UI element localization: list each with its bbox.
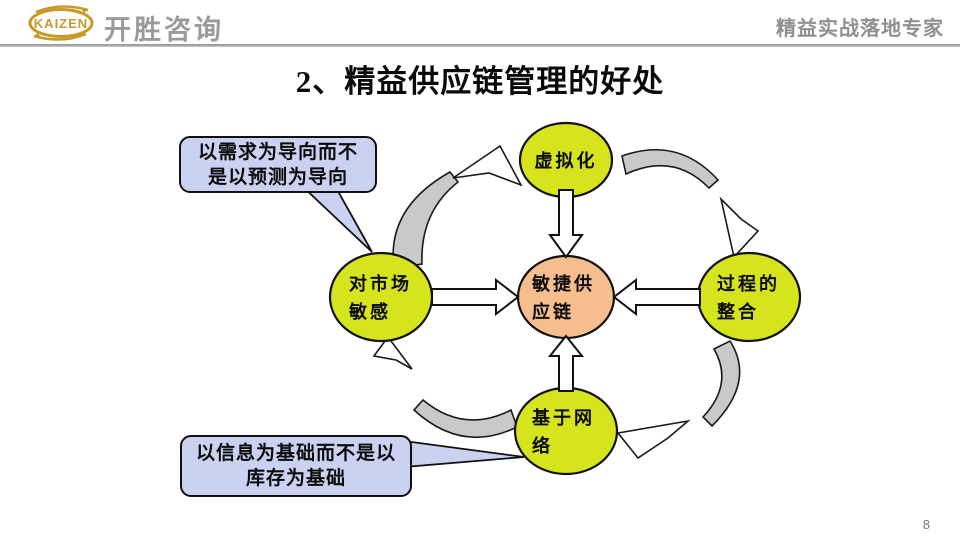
cycle-arrowhead (372, 335, 413, 370)
node-label-line: 敏感 (349, 302, 391, 322)
cycle-arrow-bottom-to-left (372, 335, 518, 439)
cycle-arrow-tail (621, 149, 720, 190)
block-arrow-right-to-center (612, 277, 701, 317)
cycle-arrow-top-to-right (621, 149, 760, 259)
cycle-arrow-tail (412, 398, 518, 439)
callout-bottom-tail (403, 439, 525, 468)
callout-text-line: 以信息为基础而不是以 (195, 443, 396, 464)
node-label-line: 对市场 (349, 274, 412, 294)
node-label-line: 敏捷供 (532, 274, 595, 294)
header-tagline: 精益实战落地专家 (776, 18, 944, 40)
node-label-line: 应链 (532, 302, 574, 322)
node-label-process-integration: 过程的 整合 (717, 270, 780, 326)
company-name: 开胜咨询 (104, 15, 224, 45)
node-label-agile-supply-chain: 敏捷供 应链 (532, 270, 595, 326)
callout-text-line: 库存为基础 (245, 468, 346, 489)
slide-title: 2、精益供应链管理的好处 (295, 64, 665, 99)
cycle-arrow-left-to-top (392, 144, 523, 269)
logo-ellipse (28, 8, 94, 38)
logo-text: KAIZEN (34, 16, 88, 31)
cycle-arrow-tail (392, 170, 460, 269)
block-arrow-bottom-to-center (547, 334, 585, 392)
header-bar: KAIZEN 开胜咨询 精益实战落地专家 (0, 0, 960, 45)
node-label-line: 络 (532, 436, 553, 456)
block-arrow-left-to-center (431, 277, 520, 317)
callout-text-line: 是以预测为导向 (207, 166, 348, 188)
cycle-arrow-right-to-bottom (616, 339, 741, 460)
cycle-arrow-tail (701, 339, 741, 428)
callout-demand-driven: 以需求为导向而不 是以预测为导向 (179, 136, 377, 193)
kaizen-logo: KAIZEN (28, 5, 94, 41)
node-label-market-sensitive: 对市场 敏感 (349, 270, 412, 326)
node-label-virtualization: 虚拟化 (534, 151, 598, 171)
node-label-line: 过程的 (717, 274, 780, 294)
callout-text-line: 以需求为导向而不 (197, 141, 358, 163)
header-divider (0, 44, 960, 47)
block-arrow-top-to-center (548, 189, 584, 259)
cycle-arrowhead (719, 196, 760, 259)
cycle-arrowhead (452, 144, 523, 187)
node-label-line: 基于网 (532, 408, 595, 428)
logo-arrowhead-bottom (34, 33, 41, 38)
callout-top-tail (297, 183, 373, 253)
logo-arrowhead-top (81, 8, 88, 13)
node-label-line: 整合 (717, 302, 759, 322)
node-label-network-based: 基于网 络 (532, 404, 595, 460)
cycle-arrowhead (616, 419, 691, 460)
page-number: 8 (922, 517, 930, 532)
callout-information-based: 以信息为基础而不是以 库存为基础 (180, 435, 412, 497)
